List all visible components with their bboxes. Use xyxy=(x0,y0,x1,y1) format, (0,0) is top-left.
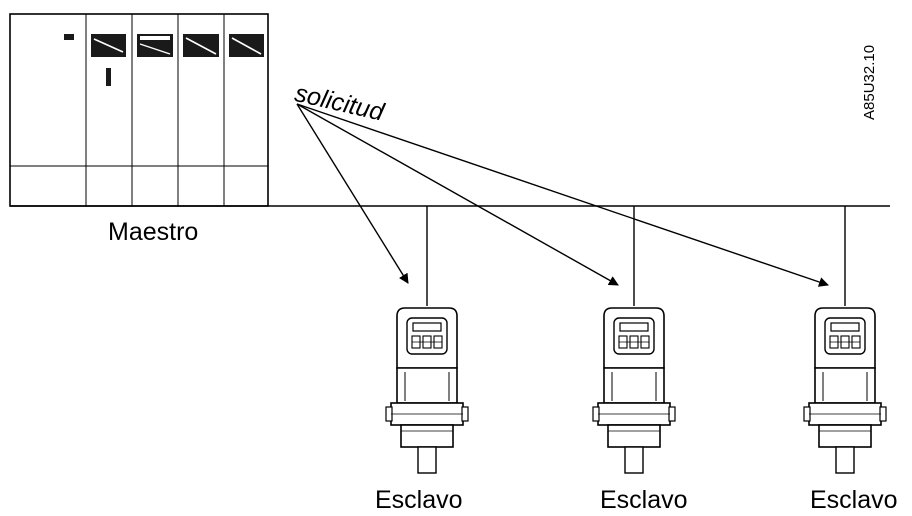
slave-device-1 xyxy=(385,307,469,474)
slave-label-3: Esclavo xyxy=(810,486,898,514)
request-arrow-3 xyxy=(296,103,829,287)
slave-device-2 xyxy=(592,307,676,474)
slave-label-1: Esclavo xyxy=(375,486,463,514)
slave-device-3 xyxy=(803,307,887,474)
request-arrow-2 xyxy=(296,103,619,286)
request-arrow-1 xyxy=(296,103,409,284)
figure-code: A85U32.10 xyxy=(861,44,878,120)
master-label: Maestro xyxy=(108,218,199,246)
slave-label-2: Esclavo xyxy=(600,486,688,514)
master-rack xyxy=(9,13,269,207)
